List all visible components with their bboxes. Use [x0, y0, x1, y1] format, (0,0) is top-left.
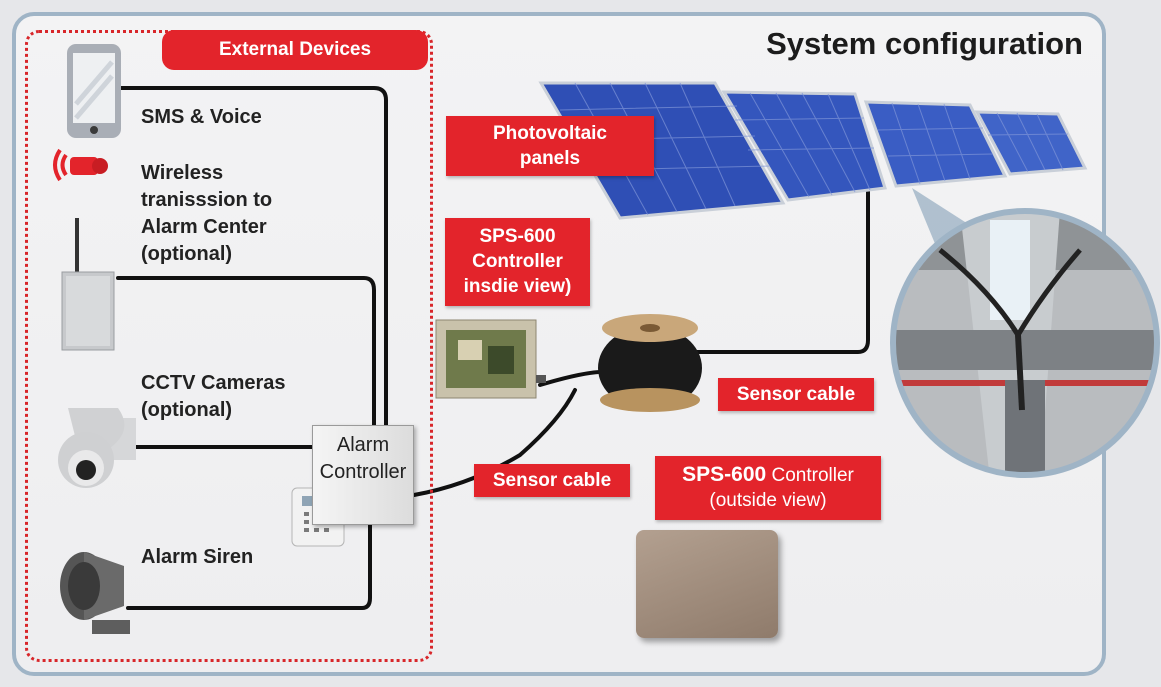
sps-inside-device — [435, 319, 546, 399]
wireless-signal-icon — [53, 148, 108, 182]
siren-icon — [60, 552, 130, 634]
wire-phone — [118, 86, 388, 430]
external-devices-header: External Devices — [162, 30, 428, 70]
sms-voice-label: SMS & Voice — [141, 106, 262, 128]
alarm-controller: Alarm Controller — [312, 425, 414, 525]
transmitter-icon — [61, 218, 115, 351]
wire-transmitter — [116, 276, 376, 430]
photovoltaic-label: Photovoltaic panels — [446, 116, 654, 176]
cable-reel — [598, 314, 702, 412]
sps-outside-label: SPS-600 Controller (outside view) — [655, 456, 881, 520]
diagram-title: System configuration — [766, 26, 1083, 61]
sps-inside-label: SPS-600 Controller insdie view) — [445, 218, 590, 306]
wire-sensor-left — [412, 388, 577, 497]
sps-outside-device — [636, 530, 778, 638]
wire-siren — [126, 523, 372, 610]
cctv-label: CCTV Cameras (optional) — [141, 372, 286, 421]
wireless-label: Wireless tranisssion to Alarm Center (op… — [141, 162, 273, 265]
sensor-cable-label-left: Sensor cable — [474, 464, 630, 497]
camera-icon — [58, 408, 136, 488]
siren-label: Alarm Siren — [141, 546, 254, 568]
sensor-cable-label-right: Sensor cable — [718, 378, 874, 411]
phone-icon — [67, 44, 121, 138]
wire-reel-to-panel — [688, 188, 870, 354]
